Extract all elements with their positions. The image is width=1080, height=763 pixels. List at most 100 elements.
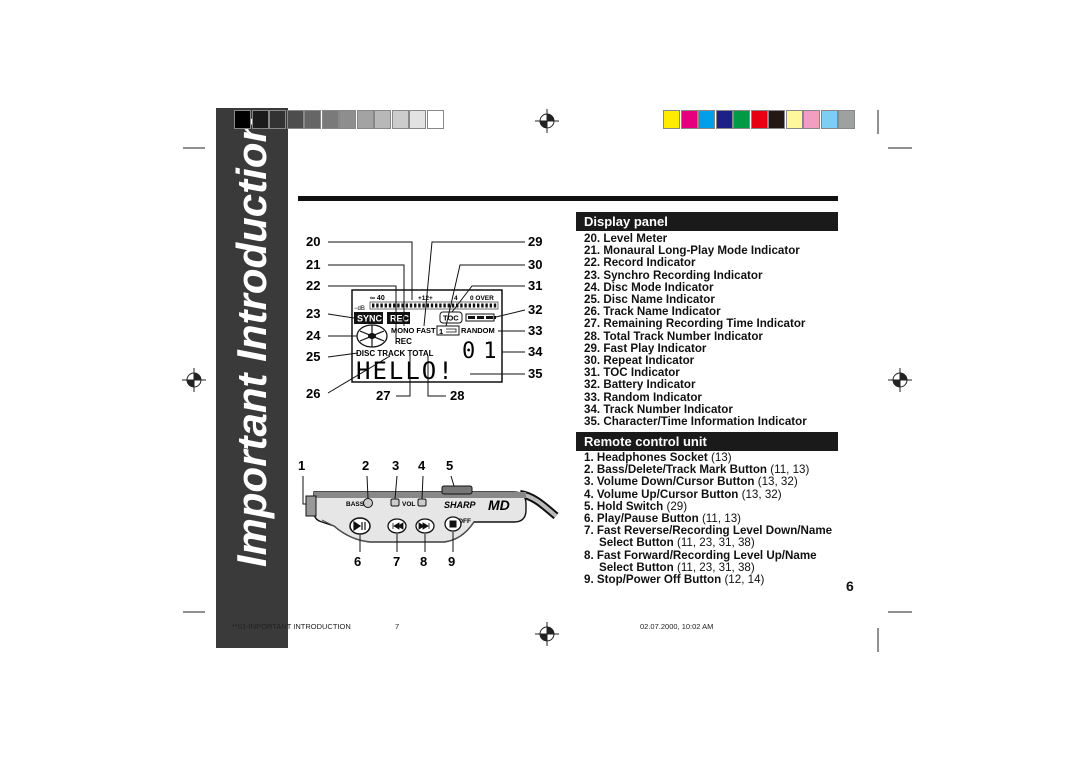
list-item: 3. Volume Down/Cursor Button (13, 32)	[584, 476, 846, 488]
color-swatch	[768, 110, 785, 129]
side-band	[216, 108, 288, 648]
item-label: Total Track Number Indicator	[603, 329, 763, 343]
callout-29: 29	[528, 234, 542, 249]
disc-icon	[356, 324, 388, 348]
footer-timestamp: 02.07.2000, 10:02 AM	[640, 622, 714, 631]
volume-up-button[interactable]	[417, 498, 427, 507]
gray-swatch	[409, 110, 426, 129]
callout-8: 8	[420, 554, 427, 569]
list-item: 34. Track Number Indicator	[584, 402, 846, 416]
callout-23: 23	[306, 306, 320, 321]
callout-2: 2	[362, 458, 369, 473]
list-item: 6. Play/Pause Button (11, 13)	[584, 512, 846, 526]
item-page-ref: (29)	[666, 499, 688, 513]
repeat-arrow-icon	[446, 328, 457, 333]
list-item: 2. Bass/Delete/Track Mark Button (11, 13…	[584, 464, 846, 476]
gray-swatch	[286, 110, 304, 129]
item-number: 20.	[584, 232, 601, 245]
display-panel-heading: Display panel	[576, 212, 838, 231]
item-number: 33.	[584, 390, 601, 404]
color-swatch	[750, 110, 768, 129]
vol-label: VOL	[402, 501, 415, 508]
callout-leader-lines	[327, 241, 526, 397]
meter-scale-over: 0 OVER	[470, 295, 494, 302]
callout-9: 9	[448, 554, 455, 569]
hold-switch[interactable]	[441, 485, 473, 495]
gray-swatch	[234, 110, 251, 129]
gray-swatch	[356, 110, 374, 129]
mono-fast-indicator: MONO FAST	[391, 326, 436, 335]
page-number: 6	[846, 578, 854, 594]
callout-6: 6	[354, 554, 361, 569]
repeat-indicator	[436, 325, 460, 336]
item-label: Remaining Recording Time Indicator	[603, 317, 806, 331]
callout-32: 32	[528, 302, 542, 317]
item-number: 31.	[584, 366, 601, 380]
bass-label: BASS	[346, 501, 365, 508]
gray-swatch	[391, 110, 409, 129]
item-label: TOC Indicator	[603, 366, 680, 380]
item-label: Synchro Recording Indicator	[603, 268, 763, 282]
item-number: 27.	[584, 317, 601, 331]
item-page-ref: (13, 32)	[741, 487, 782, 501]
item-number: 21.	[584, 244, 601, 258]
item-label: Level Meter	[603, 232, 668, 245]
gray-swatch	[251, 110, 269, 129]
level-meter	[369, 301, 499, 310]
md-logo: MD	[488, 497, 510, 513]
list-item: 9. Stop/Power Off Button (12, 14)	[584, 573, 846, 587]
item-number: 32.	[584, 378, 601, 392]
item-label: Play/Pause Button	[596, 512, 699, 526]
callout-27: 27	[376, 388, 390, 403]
headphones-socket[interactable]	[305, 495, 317, 517]
gray-swatch	[339, 110, 356, 129]
meter-scale-4: 4	[454, 295, 458, 302]
callout-35: 35	[528, 366, 542, 381]
item-number: 30.	[584, 354, 601, 368]
volume-down-button[interactable]	[390, 498, 400, 507]
list-item: 4. Volume Up/Cursor Button (13, 32)	[584, 487, 846, 501]
bass-button[interactable]	[363, 498, 373, 508]
callout-3: 3	[392, 458, 399, 473]
item-number: 26.	[584, 305, 601, 319]
callout-31: 31	[528, 278, 542, 293]
item-label: Track Name Indicator	[603, 305, 721, 319]
list-item: 26. Track Name Indicator	[584, 306, 846, 318]
play-pause-button[interactable]	[349, 517, 371, 535]
svg-text:SYNC: SYNC	[357, 314, 383, 324]
fast-reverse-button[interactable]	[387, 518, 407, 534]
stop-power-off-button[interactable]	[444, 516, 462, 532]
gray-swatch	[426, 110, 444, 129]
gray-swatch	[269, 110, 286, 129]
display-panel-figure: ∞ 40 −dB +12+ 4 0 OVER SYNC REC TOC MONO…	[306, 234, 543, 403]
list-item: 28. Total Track Number Indicator	[584, 329, 846, 343]
item-number: 8.	[584, 548, 594, 562]
item-page-ref: (11, 13)	[770, 463, 810, 477]
list-item: 35. Character/Time Information Indicator	[584, 415, 846, 428]
item-label: Headphones Socket	[596, 451, 708, 464]
item-label: Track Number Indicator	[603, 402, 733, 416]
fast-forward-button[interactable]	[415, 518, 435, 534]
callout-1: 1	[298, 458, 305, 473]
remote-control-figure: 1 2 3 4 5 6 7 8 9 BASS VOL SHARP MD OFF	[298, 458, 559, 569]
item-page-ref: (13)	[710, 451, 732, 464]
list-item: 8. Fast Forward/Recording Level Up/Name	[584, 548, 846, 562]
callout-7: 7	[393, 554, 400, 569]
footer-file-name: **01-INPORTANT INTRODUCTION	[232, 622, 351, 631]
item-number: 34.	[584, 402, 601, 416]
list-item: 32. Battery Indicator	[584, 379, 846, 391]
svg-text:REC: REC	[390, 314, 410, 324]
footer-page: 7	[395, 622, 400, 631]
item-page-ref: (12, 14)	[724, 573, 765, 587]
item-label: Fast Play Indicator	[603, 341, 707, 355]
list-item: 7. Fast Reverse/Recording Level Down/Nam…	[584, 525, 846, 537]
sync-indicator	[354, 312, 383, 324]
item-label: Volume Up/Cursor Button	[596, 487, 739, 501]
item-number: 3.	[584, 475, 594, 489]
item-label: Fast Reverse/Recording Level Down/Name	[596, 524, 833, 538]
meter-scale-mid: +12+	[418, 295, 433, 302]
item-number: 23.	[584, 268, 601, 282]
item-page-ref: (11, 13)	[701, 512, 742, 526]
